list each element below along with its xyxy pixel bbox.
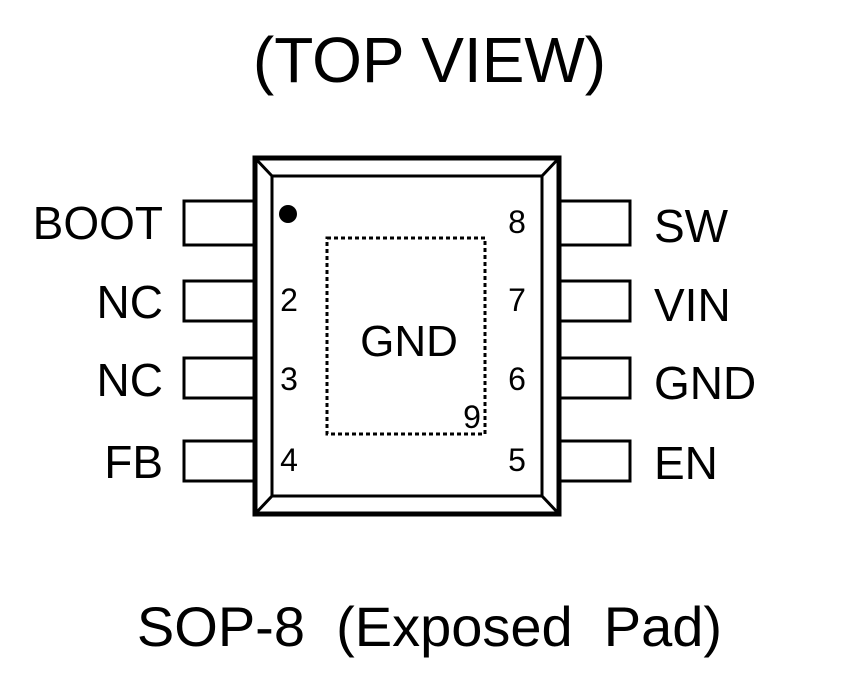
pin-6-lead bbox=[558, 356, 632, 400]
pin-3-label: NC bbox=[97, 354, 163, 406]
pin-8-number: 8 bbox=[508, 204, 526, 240]
pin-6: GND 6 bbox=[508, 356, 756, 409]
pin-8-label: SW bbox=[654, 200, 729, 252]
package-body bbox=[252, 155, 562, 517]
pin-8: SW 8 bbox=[508, 199, 729, 252]
diagram-title: (TOP VIEW) bbox=[252, 24, 607, 96]
exposed-pad-outline bbox=[325, 236, 487, 436]
exposed-pad-label: GND bbox=[360, 317, 458, 366]
pin-1-label: BOOT bbox=[33, 197, 163, 249]
package-caption: SOP-8 (Exposed Pad) bbox=[136, 595, 723, 658]
pin-8-lead bbox=[558, 199, 632, 247]
pin-7-label: VIN bbox=[654, 279, 731, 331]
exposed-pad-number: 9 bbox=[463, 399, 481, 435]
pin-6-label: GND bbox=[654, 357, 756, 409]
pin-5-lead bbox=[558, 439, 632, 483]
pin-4-number: 4 bbox=[280, 442, 298, 478]
bevel-bottom-right bbox=[540, 494, 561, 516]
bevel-bottom-left bbox=[253, 494, 274, 516]
pin-3-lead bbox=[182, 356, 256, 400]
right-pins: SW 8 VIN 7 GND 6 EN 5 bbox=[508, 199, 756, 489]
exposed-pad: GND 9 bbox=[325, 236, 487, 436]
left-pins: BOOT NC 2 NC 3 FB 4 bbox=[33, 197, 298, 488]
pin-4-label: FB bbox=[104, 436, 163, 488]
bevel-top-left bbox=[253, 156, 274, 178]
pin-3: NC 3 bbox=[97, 354, 298, 406]
pin-2-number: 2 bbox=[280, 282, 298, 318]
pin-5-label: EN bbox=[654, 437, 718, 489]
pin1-indicator-dot bbox=[279, 205, 297, 223]
pin-7-number: 7 bbox=[508, 282, 526, 318]
pin-6-number: 6 bbox=[508, 361, 526, 397]
pin-3-number: 3 bbox=[280, 361, 298, 397]
pin-1: BOOT bbox=[33, 197, 256, 249]
pin-4: FB 4 bbox=[104, 436, 298, 488]
pin-5-number: 5 bbox=[508, 442, 526, 478]
bevel-top-right bbox=[540, 156, 561, 178]
pin-2: NC 2 bbox=[97, 276, 298, 328]
pin-4-lead bbox=[182, 439, 256, 483]
pin-1-lead bbox=[182, 199, 256, 247]
pin-7-lead bbox=[558, 279, 632, 323]
pin-7: VIN 7 bbox=[508, 279, 731, 331]
pin-2-lead bbox=[182, 279, 256, 323]
package-outline bbox=[252, 155, 562, 517]
pin-2-label: NC bbox=[97, 276, 163, 328]
pin-5: EN 5 bbox=[508, 437, 718, 489]
package-inner-outline bbox=[270, 174, 544, 498]
